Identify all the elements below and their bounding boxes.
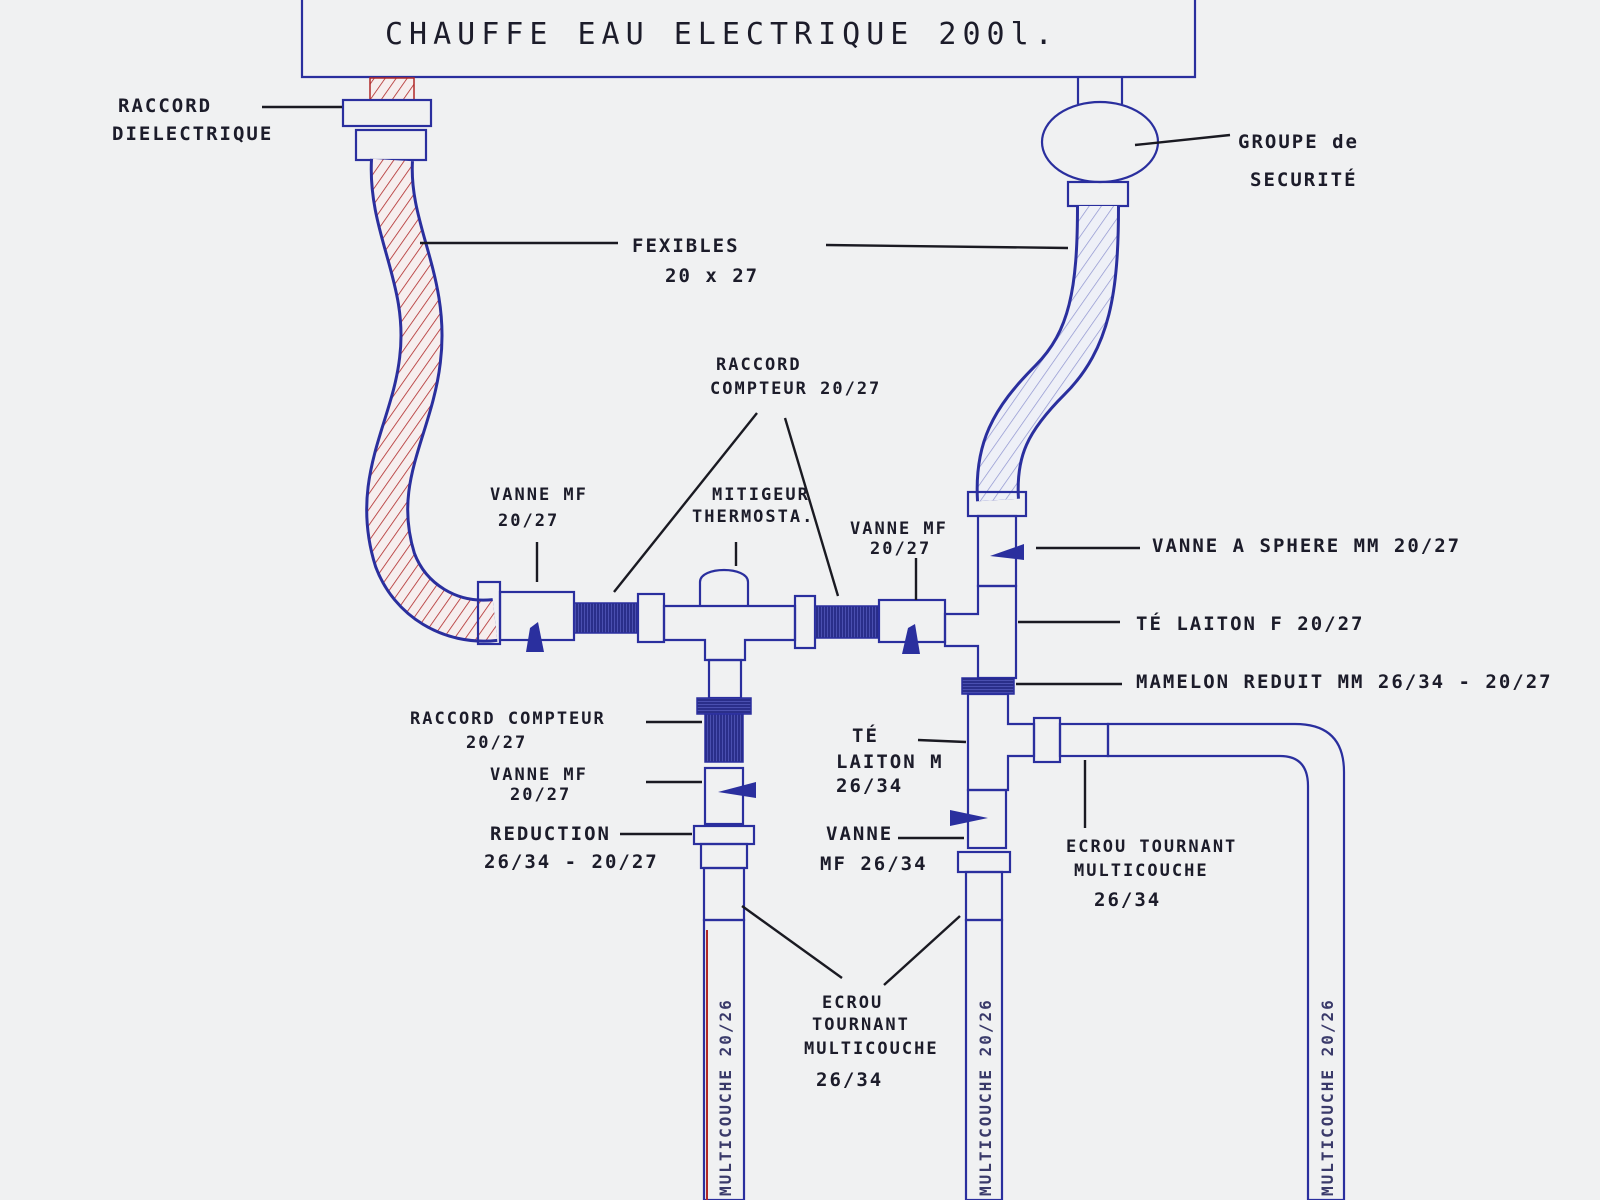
brass-tee-m <box>966 692 1036 792</box>
label-flexibles-2: 20 x 27 <box>665 265 759 287</box>
label-vanne-mf-right-1: VANNE MF <box>850 519 948 539</box>
label-te-laiton-m-1: TÉ <box>852 724 879 747</box>
label-raccord-compteur-2: COMPTEUR 20/27 <box>710 379 881 399</box>
hot-water-line <box>341 77 498 643</box>
pipe-label-middle: MULTICOUCHE 20/26 <box>976 998 995 1196</box>
labels: RACCORD DIELECTRIQUE GROUPE de SECURITÉ … <box>112 95 1553 1091</box>
label-groupe-securite-2: SECURITÉ <box>1250 168 1358 191</box>
horizontal-manifold <box>476 569 947 662</box>
label-reduction-2: 26/34 - 20/27 <box>484 851 659 873</box>
label-reduction-1: REDUCTION <box>490 823 611 845</box>
label-ecrou-right-3: 26/34 <box>1094 889 1161 911</box>
label-vanne-2634-1: VANNE <box>826 823 893 845</box>
pipe-label-right: MULTICOUCHE 20/26 <box>1318 998 1337 1196</box>
label-mamelon: MAMELON REDUIT MM 26/34 - 20/27 <box>1136 671 1553 693</box>
label-raccord-dielectrique-1: RACCORD <box>118 95 212 117</box>
cold-water-line <box>975 78 1160 502</box>
valve-mf-low <box>703 766 745 826</box>
label-flexibles-1: FEXIBLES <box>632 235 740 257</box>
label-mitigeur-1: MITIGEUR <box>712 485 810 505</box>
label-ecrou-right-1: ECROU TOURNANT <box>1066 837 1237 857</box>
label-ecrou-bottom-1: ECROU <box>822 993 883 1013</box>
thermostatic-mixer <box>662 604 797 662</box>
label-mitigeur-2: THERMOSTA. <box>692 507 814 527</box>
diagram-title: CHAUFFE EAU ELECTRIQUE 200l. <box>385 17 1059 52</box>
reduction <box>692 824 756 846</box>
label-raccord-compteur-low-2: 20/27 <box>466 733 527 753</box>
pipe-label-left: MULTICOUCHE 20/26 <box>716 998 735 1196</box>
label-vanne-sphere: VANNE A SPHERE MM 20/27 <box>1152 535 1461 557</box>
meter-union-low <box>704 713 744 763</box>
mixed-column <box>692 658 756 1200</box>
label-te-laiton-f: TÉ LAITON F 20/27 <box>1136 612 1364 635</box>
brass-tee-f <box>943 584 1018 680</box>
label-vanne-mf-low-2: 20/27 <box>510 785 571 805</box>
label-groupe-securite-1: GROUPE de <box>1238 131 1359 153</box>
label-ecrou-bottom-3: MULTICOUCHE <box>804 1039 939 1059</box>
label-raccord-compteur-low-1: RACCORD COMPTEUR <box>410 709 606 729</box>
label-vanne-mf-right-2: 20/27 <box>870 539 931 559</box>
label-te-laiton-m-3: 26/34 <box>836 775 903 797</box>
label-vanne-mf-low-1: VANNE MF <box>490 765 588 785</box>
water-heater: CHAUFFE EAU ELECTRIQUE 200l. <box>300 0 1197 79</box>
leader-lines <box>262 105 1231 986</box>
label-ecrou-bottom-2: TOURNANT <box>812 1015 910 1035</box>
cold-column <box>943 490 1346 1200</box>
label-vanne-2634-2: MF 26/34 <box>820 853 928 875</box>
label-vanne-mf-left-1: VANNE MF <box>490 485 588 505</box>
label-ecrou-right-2: MULTICOUCHE <box>1074 861 1209 881</box>
label-raccord-dielectrique-2: DIELECTRIQUE <box>112 123 273 145</box>
label-te-laiton-m-2: LAITON M <box>836 751 944 773</box>
pipe-labels: MULTICOUCHE 20/26 MULTICOUCHE 20/26 MULT… <box>716 998 1337 1196</box>
label-ecrou-bottom-4: 26/34 <box>816 1069 883 1091</box>
label-vanne-mf-left-2: 20/27 <box>498 511 559 531</box>
safety-group <box>1040 100 1160 184</box>
reducing-nipple <box>961 677 1015 695</box>
label-raccord-compteur-1: RACCORD <box>716 355 802 375</box>
